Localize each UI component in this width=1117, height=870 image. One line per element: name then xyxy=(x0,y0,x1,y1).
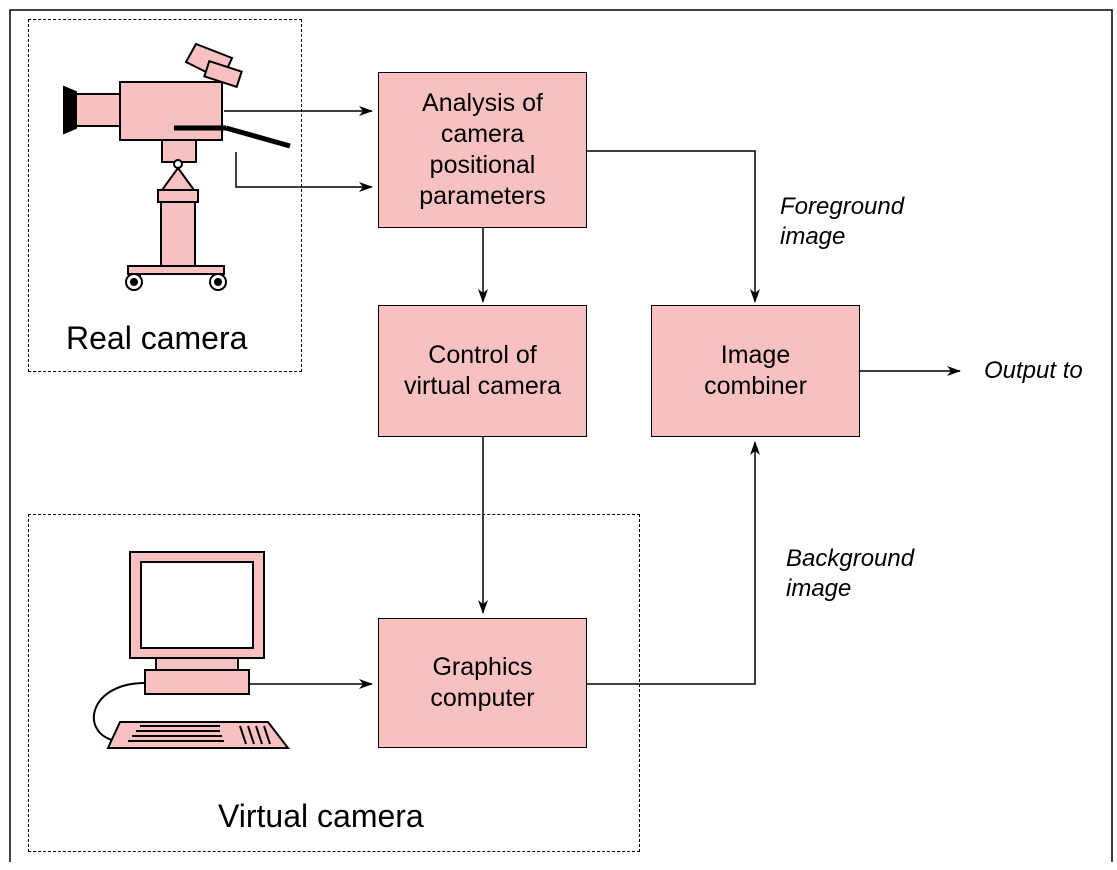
combiner-line-1: Image xyxy=(720,341,791,369)
control-box: Control of virtual camera xyxy=(378,305,587,437)
video-camera-icon xyxy=(63,42,291,291)
arrow-analysis-to-combiner xyxy=(587,150,760,303)
analysis-line-4: parameters xyxy=(419,182,546,210)
keyboard-icon xyxy=(106,721,291,749)
virtual-camera-group xyxy=(28,514,640,852)
real-camera-group xyxy=(28,19,302,372)
foreground-line-1: Foreground xyxy=(780,193,905,220)
analysis-line-2: camera xyxy=(440,120,525,148)
analysis-box: Analysis of camera positional parameters xyxy=(378,72,587,228)
combiner-line-2: combiner xyxy=(704,372,807,400)
background-label: Background image xyxy=(786,544,914,604)
outer-frame xyxy=(9,9,1113,862)
graphics-line-1: Graphics xyxy=(432,653,533,681)
combiner-box: Image combiner xyxy=(651,305,860,437)
virtual-camera-label: Virtual camera xyxy=(218,798,424,834)
real-camera-label: Real camera xyxy=(66,320,248,356)
analysis-line-1: Analysis of xyxy=(422,89,543,117)
background-line-2: image xyxy=(786,575,852,602)
graphics-line-2: computer xyxy=(430,684,535,712)
analysis-line-3: positional xyxy=(429,151,536,179)
arrow-graphics-to-combiner xyxy=(587,441,760,685)
computer-icon xyxy=(93,551,265,741)
graphics-box: Graphics computer xyxy=(378,618,587,748)
foreground-label: Foreground image xyxy=(780,192,904,252)
control-line-2: virtual camera xyxy=(404,372,561,400)
arrow-camera-to-analysis-2 xyxy=(235,152,373,192)
foreground-line-2: image xyxy=(780,223,846,250)
output-label: Output to xyxy=(984,357,1083,384)
background-line-1: Background xyxy=(786,545,915,572)
control-line-1: Control of xyxy=(428,341,537,369)
